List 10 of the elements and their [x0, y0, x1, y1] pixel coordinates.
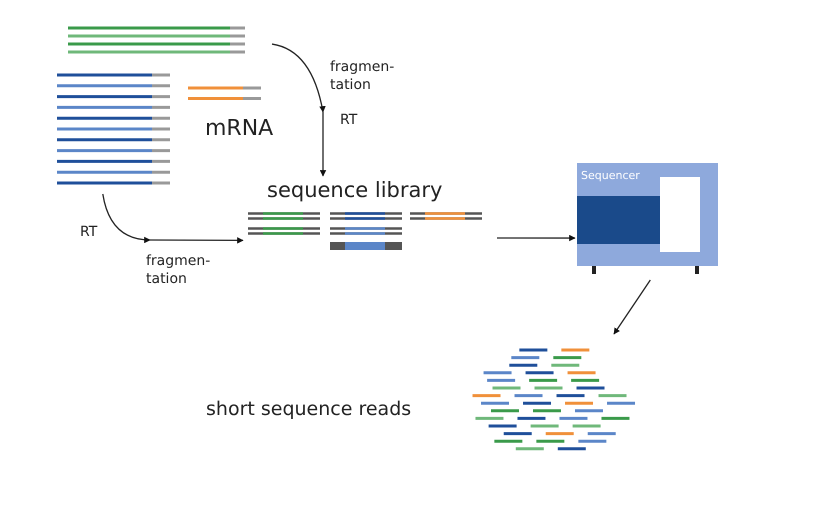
diagram-label: mRNA — [205, 116, 274, 141]
step-label: RT — [80, 224, 98, 240]
arrow — [497, 234, 576, 242]
device-label: Sequencer — [581, 169, 640, 182]
diagram-label: short sequence reads — [206, 398, 412, 420]
arrow — [272, 43, 326, 176]
arrow — [613, 280, 651, 335]
arrow — [102, 194, 244, 244]
step-label: RT — [340, 112, 358, 128]
diagram-label: sequence library — [267, 178, 442, 202]
